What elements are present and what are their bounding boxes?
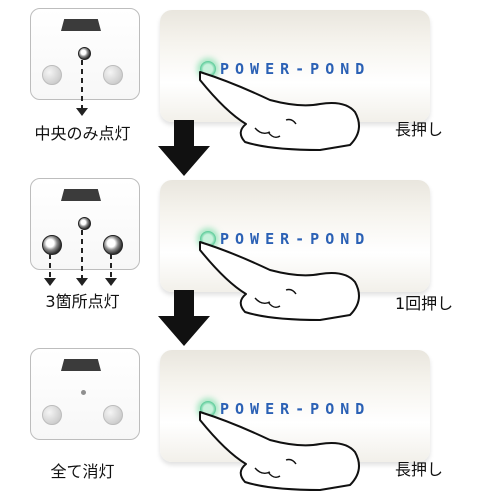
indicator-slot	[61, 359, 101, 371]
status-caption: 3箇所点灯	[45, 292, 120, 311]
brand-logo: POWER-POND	[220, 400, 371, 418]
indicator-slot	[61, 19, 101, 31]
step-1: 中央のみ点灯 POWER-POND 長押し	[0, 0, 500, 160]
status-caption: 全て消灯	[50, 462, 115, 481]
brand-logo: POWER-POND	[220, 60, 371, 78]
device-body: POWER-POND	[160, 350, 430, 462]
action-label: 長押し	[395, 460, 444, 479]
pointing-hand-icon	[199, 71, 360, 151]
led-center	[78, 47, 91, 60]
indicator-slot	[61, 189, 101, 201]
action-label: 1回押し	[395, 294, 454, 313]
pointing-hand-icon	[199, 241, 360, 321]
down-arrow-icon	[158, 290, 210, 346]
led-right	[103, 405, 123, 425]
led-right	[103, 235, 123, 255]
led-left	[42, 235, 62, 255]
step-2: 3箇所点灯 POWER-POND 1回押し	[0, 170, 500, 330]
brand-logo: POWER-POND	[220, 230, 371, 248]
led-center	[81, 390, 86, 395]
indicator-panel	[30, 348, 140, 440]
down-arrow-icon	[158, 120, 210, 176]
light-arrows	[76, 60, 88, 116]
device-body: POWER-POND	[160, 180, 430, 292]
led-left	[42, 405, 62, 425]
device-body: POWER-POND	[160, 10, 430, 122]
status-caption: 中央のみ点灯	[34, 124, 131, 143]
indicator-panel	[30, 8, 140, 100]
led-center	[78, 217, 91, 230]
indicator-panel	[30, 178, 140, 270]
led-right	[103, 65, 123, 85]
action-label: 長押し	[395, 120, 444, 139]
light-arrows	[44, 230, 117, 286]
step-3: 全て消灯 POWER-POND 長押し	[0, 340, 500, 500]
pointing-hand-icon	[199, 411, 360, 491]
led-left	[42, 65, 62, 85]
